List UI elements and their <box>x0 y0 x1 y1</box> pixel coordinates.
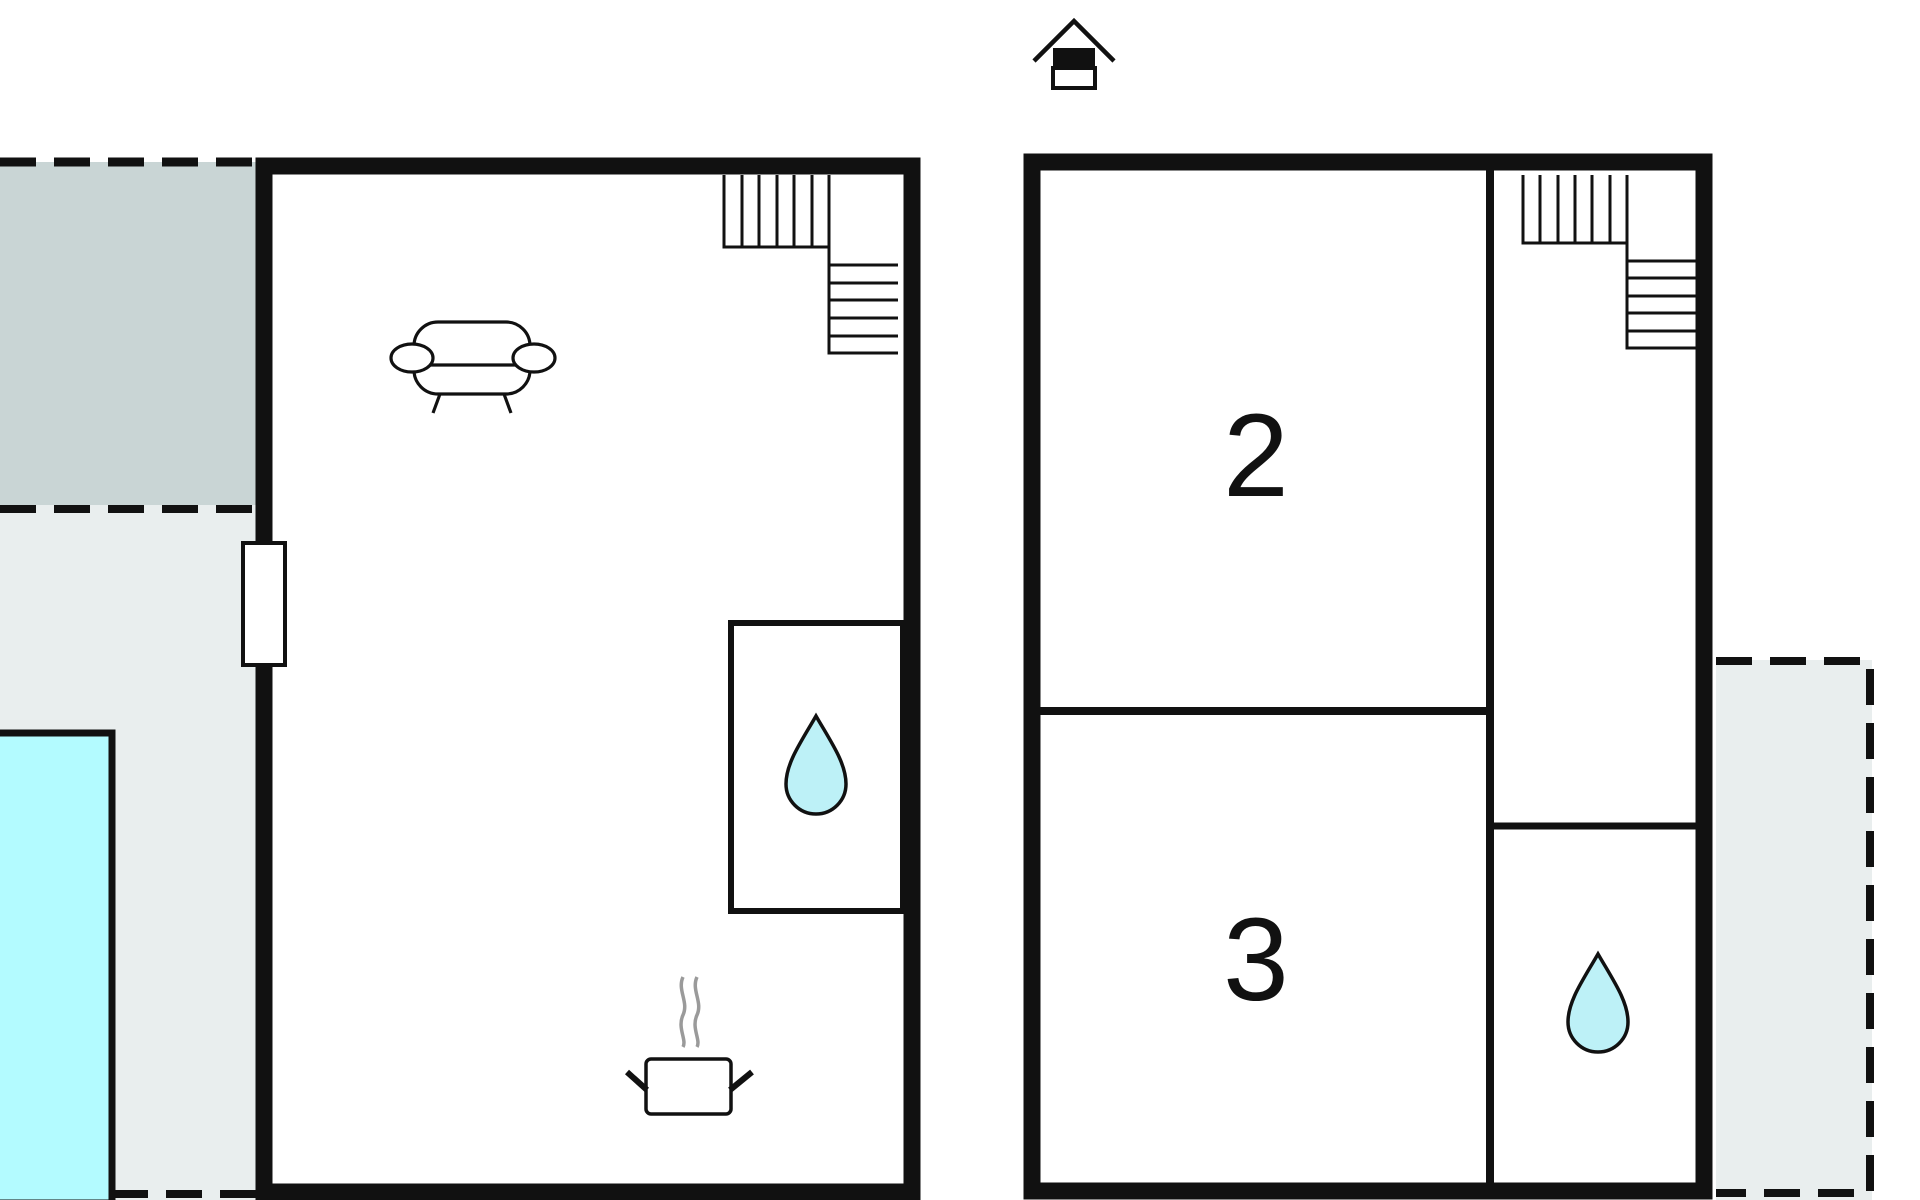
bathroom-ground <box>728 620 906 914</box>
water-drop-icon <box>784 712 848 816</box>
ground-floor <box>241 157 921 1200</box>
staircase-icon <box>722 175 898 355</box>
swimming-pool <box>0 729 116 1200</box>
water-drop-icon <box>1566 950 1630 1054</box>
upper-floor: 2 3 <box>1023 153 1874 1200</box>
staircase-icon <box>1521 175 1696 350</box>
covered-terrace <box>0 162 256 505</box>
door <box>241 541 287 667</box>
room-label-bedroom-2: 2 <box>1223 390 1289 522</box>
cooking-pot-icon <box>624 976 754 1116</box>
house-entrance-icon <box>1032 17 1116 90</box>
sofa-icon <box>389 320 557 414</box>
outdoor-area-right-dashed <box>1716 657 1874 1197</box>
outdoor-area-right <box>1716 660 1872 1200</box>
room-label-bedroom-3: 3 <box>1223 894 1289 1026</box>
outdoor-area-left <box>0 157 260 1200</box>
